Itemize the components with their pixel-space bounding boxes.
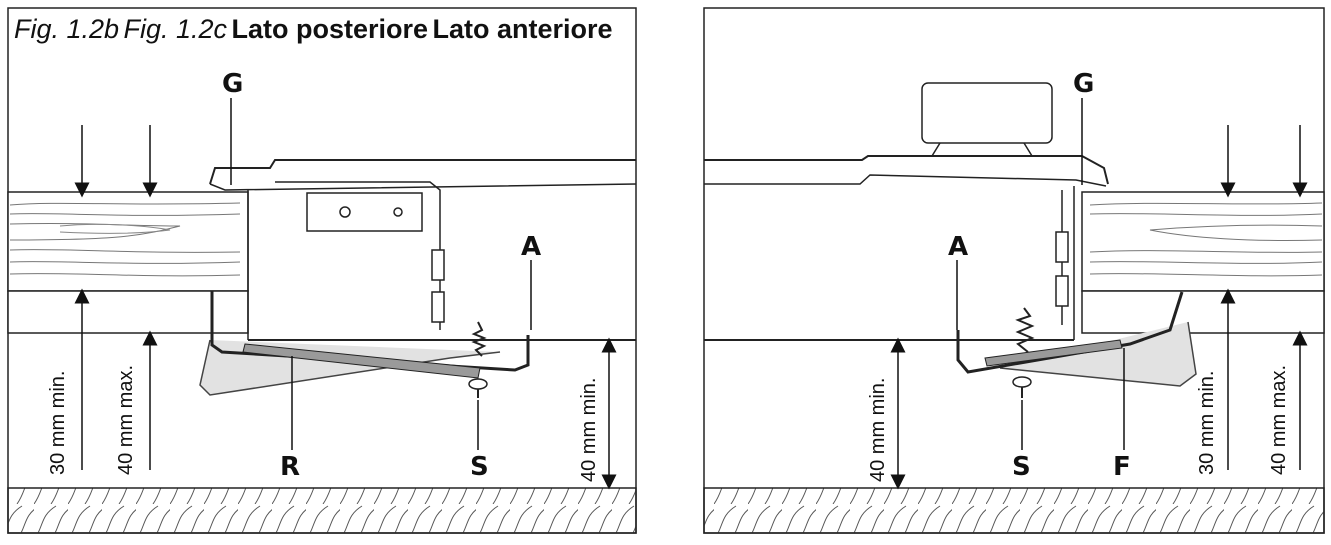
right-wood-board: [1081, 191, 1325, 292]
right-label-g: G: [1073, 69, 1094, 99]
right-screw: [1012, 307, 1035, 398]
caption-fig-b: Fig. 1.2b: [14, 14, 120, 44]
left-panel: 30 mm min. 40 mm max. 40 mm min. G A R S: [7, 7, 637, 534]
left-label-r: R: [280, 452, 300, 482]
right-label-s: S: [1012, 452, 1031, 482]
left-board-ledge: [7, 290, 249, 334]
left-dim-40max-label: 40 mm max.: [115, 365, 137, 475]
right-dim-40max-label: 40 mm max.: [1268, 365, 1290, 475]
caption-side-front: Lato anteriore: [432, 14, 613, 44]
right-dim-40min-label: 40 mm min.: [867, 378, 889, 482]
right-label-a: A: [948, 232, 968, 262]
caption-fig-c: Fig. 1.2c: [123, 14, 228, 44]
left-dim-30-label: 30 mm min.: [47, 371, 69, 475]
right-appliance-knob: [921, 82, 1053, 157]
figure-caption: Fig. 1.2b Fig. 1.2c Lato posteriore Lato…: [14, 14, 613, 45]
right-appliance-body: [704, 155, 1109, 341]
right-dim-30-label: 30 mm min.: [1196, 371, 1218, 475]
caption-side-back: Lato posteriore: [231, 14, 429, 44]
right-board-ledge: [1081, 290, 1325, 334]
left-bracket-plate: [242, 343, 481, 379]
left-wood-board: [7, 191, 249, 292]
left-label-g: G: [222, 69, 243, 99]
right-bracket-plate: [984, 339, 1123, 367]
left-appliance-body: [209, 159, 637, 341]
left-floor: [7, 487, 637, 534]
left-label-a: A: [521, 232, 541, 262]
left-dim-40min-label: 40 mm min.: [578, 378, 600, 482]
right-label-f: F: [1113, 452, 1131, 482]
right-floor: [703, 487, 1325, 534]
left-screw: [468, 321, 488, 398]
right-panel: 40 mm min. 30 mm min. 40 mm max. G A S F: [703, 7, 1325, 534]
left-label-s: S: [470, 452, 489, 482]
